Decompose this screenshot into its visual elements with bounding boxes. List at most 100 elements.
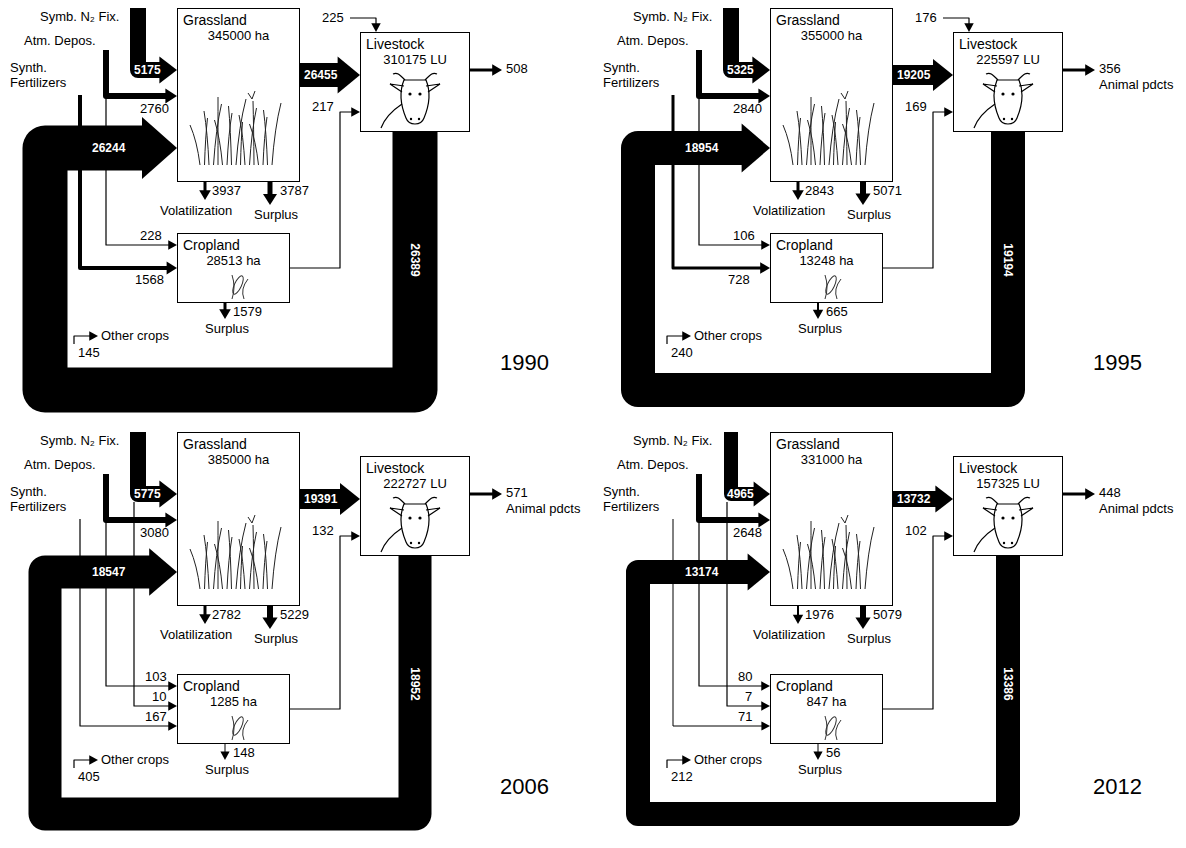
input-line [667, 331, 691, 344]
source-label: Atm. Depos. [24, 34, 96, 48]
source-label: Symb. N₂ Fix. [40, 434, 119, 448]
output-arrow [470, 488, 502, 500]
flow-arrow [893, 485, 953, 512]
source-label: Atm. Depos. [24, 458, 96, 472]
deposition-line [699, 520, 770, 691]
box-value: 28513 ha [206, 253, 260, 269]
flow-value: 3080 [140, 526, 169, 540]
cropland-box: Cropland1285 ha [177, 674, 290, 744]
deposition-line [106, 96, 177, 250]
loss-arrow [813, 744, 822, 760]
flow-value: 212 [671, 770, 693, 784]
cropland-box: Cropland13248 ha [770, 233, 883, 303]
flow-value: 5775 [134, 487, 161, 501]
grassland-box: Grassland355000 ha [770, 8, 893, 182]
source-label: Synth. Fertilizers [10, 60, 82, 90]
flow-value: 1579 [233, 305, 262, 319]
box-title: Cropland [183, 678, 240, 694]
flow-value: 5071 [873, 184, 902, 198]
box-title: Livestock [366, 36, 424, 52]
flow-value: 19391 [304, 492, 337, 506]
box-value: 225597 LU [976, 52, 1040, 68]
input-line [667, 755, 691, 768]
deposition-arrow [699, 474, 770, 528]
box-value: 157325 LU [976, 476, 1040, 492]
flow-value: 18952 [408, 667, 422, 700]
loss-arrow [262, 606, 277, 629]
output-label: Animal pdcts [506, 502, 580, 516]
flow-value: 102 [905, 524, 927, 538]
grass-illustration [783, 91, 874, 165]
flow-value: 18547 [92, 565, 125, 579]
flow-value: 1568 [135, 273, 164, 287]
corn-illustration [824, 274, 841, 299]
deposition-arrow [106, 474, 177, 528]
year-label: 2012 [1093, 774, 1142, 800]
year-label: 1995 [1093, 350, 1142, 376]
box-title: Grassland [776, 436, 840, 452]
flow-value: 26455 [304, 68, 337, 82]
cropland-box: Cropland847 ha [770, 674, 883, 744]
flow-arrow [45, 117, 415, 390]
flow-value: 240 [671, 346, 693, 360]
flow-value: 2648 [733, 526, 762, 540]
deposition-line [699, 96, 770, 250]
cow-illustration [974, 73, 1033, 128]
loss-arrow [263, 182, 277, 205]
loss-label: Surplus [205, 763, 249, 777]
box-title: Cropland [776, 237, 833, 253]
flow-value: 3937 [212, 184, 241, 198]
flow-value: 5229 [280, 608, 309, 622]
loss-arrow [793, 606, 803, 624]
flow-value: 7 [745, 690, 752, 704]
box-value: 385000 ha [208, 452, 269, 468]
flow-value: 13732 [897, 492, 930, 506]
flow-value: 2760 [140, 102, 169, 116]
box-value: 222727 LU [383, 476, 447, 492]
flow-value: 18954 [685, 141, 718, 155]
loss-arrow [855, 606, 870, 629]
flow-value: 13386 [1001, 667, 1015, 700]
source-label: Atm. Depos. [617, 458, 689, 472]
flow-value: 356 [1099, 62, 1121, 76]
deposition-line [106, 520, 177, 691]
loss-label: Surplus [798, 763, 842, 777]
flow-value: 26244 [92, 141, 125, 155]
deposition-arrow [699, 50, 770, 104]
flow-value: 13174 [685, 565, 718, 579]
source-label: Symb. N₂ Fix. [633, 434, 712, 448]
flow-value: 571 [506, 486, 528, 500]
box-value: 847 ha [807, 694, 847, 710]
loss-label: Surplus [847, 632, 891, 646]
flow-value: 405 [78, 770, 100, 784]
deposition-arrow [106, 50, 177, 104]
flow-value: 225 [322, 11, 344, 25]
cropland-box: Cropland28513 ha [177, 233, 290, 303]
box-value: 1285 ha [210, 694, 257, 710]
fertilizer-line [673, 95, 770, 274]
flow-value: 132 [312, 524, 334, 538]
grassland-box: Grassland331000 ha [770, 432, 893, 606]
year-label: 1990 [500, 350, 549, 376]
flow-value: 448 [1099, 486, 1121, 500]
grassland-box: Grassland345000 ha [177, 8, 300, 182]
loss-label: Surplus [847, 208, 891, 222]
flow-value: 1976 [805, 608, 834, 622]
loss-label: Surplus [254, 208, 298, 222]
flow-value: 2843 [805, 184, 834, 198]
livestock-box: Livestock310175 LU [360, 32, 470, 132]
output-label: Animal pdcts [1099, 502, 1173, 516]
box-value: 13248 ha [799, 253, 853, 269]
livestock-box: Livestock222727 LU [360, 456, 470, 556]
flow-value: 217 [312, 100, 334, 114]
input-label: Other crops [101, 329, 169, 343]
corn-illustration [231, 274, 248, 299]
flow-value: 19194 [1001, 243, 1015, 276]
flow-value: 145 [78, 346, 100, 360]
corn-illustration [824, 715, 841, 740]
grass-illustration [783, 515, 874, 589]
fertilizer-line [80, 519, 177, 731]
loss-label: Volatilization [160, 628, 232, 642]
loss-label: Volatilization [753, 204, 825, 218]
loss-arrow [792, 182, 804, 200]
